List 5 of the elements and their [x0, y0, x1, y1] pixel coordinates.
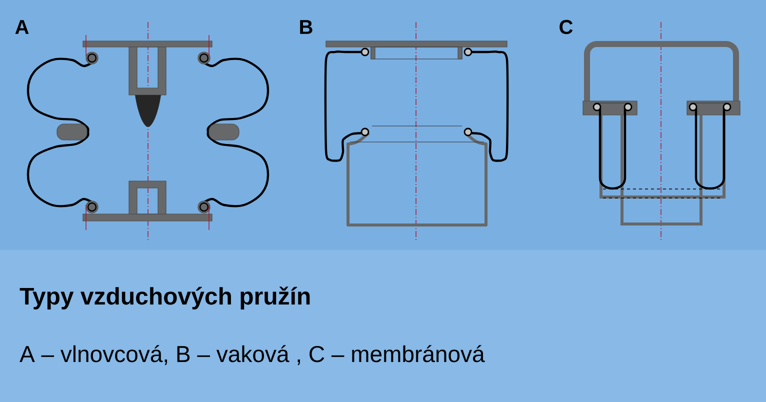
title: Typy vzduchových pružín: [20, 286, 310, 310]
panel-letter: A: [15, 20, 29, 34]
panel-letter: B: [300, 20, 312, 34]
panel-letter: C: [560, 20, 573, 34]
caption: A – vlnovcová, B – vaková , C – membránová: [20, 345, 485, 365]
